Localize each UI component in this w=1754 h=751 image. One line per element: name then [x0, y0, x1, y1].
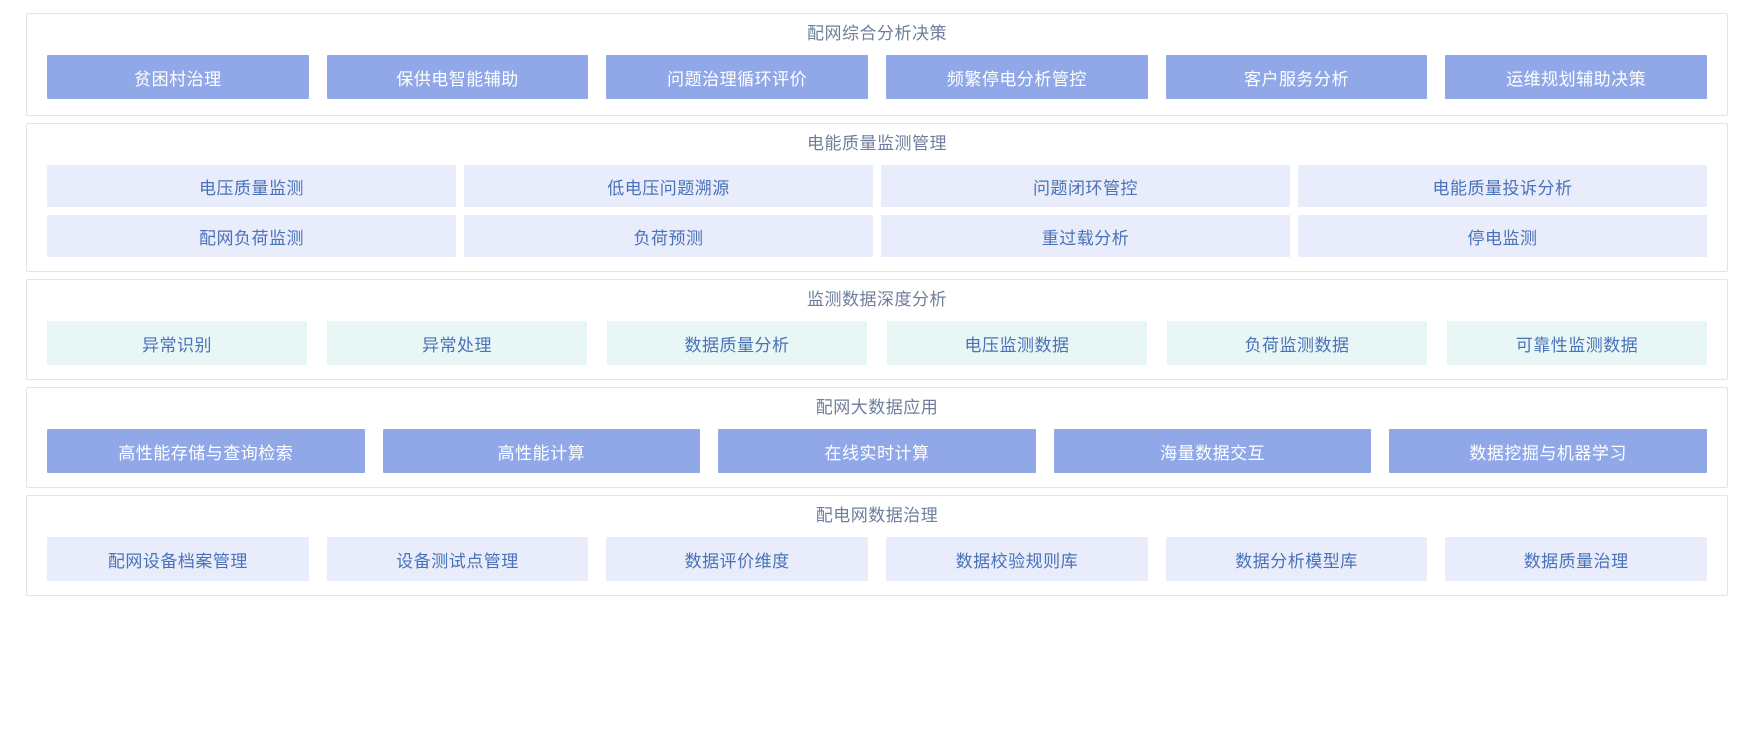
module-item[interactable]: 高性能计算	[382, 429, 701, 473]
module-item[interactable]: 问题治理循环评价	[606, 55, 869, 99]
module-item[interactable]: 负荷监测数据	[1167, 321, 1427, 365]
section-3-row-1: 异常识别 异常处理 数据质量分析 电压监测数据 负荷监测数据 可靠性监测数据	[47, 321, 1707, 365]
section-title-4: 配网大数据应用	[815, 398, 939, 417]
section-card-1: 配网综合分析决策 贫困村治理 保供电智能辅助 问题治理循环评价 频繁停电分析管控…	[26, 13, 1728, 116]
module-item[interactable]: 海量数据交互	[1053, 429, 1372, 473]
module-item[interactable]: 在线实时计算	[718, 429, 1036, 473]
section-card-5: 配电网数据治理 配网设备档案管理 设备测试点管理 数据评价维度 数据校验规则库 …	[26, 495, 1728, 596]
module-item[interactable]: 低电压问题溯源	[464, 165, 873, 207]
section-title-2: 电能质量监测管理	[807, 134, 947, 153]
module-item[interactable]: 设备测试点管理	[326, 537, 589, 581]
module-item[interactable]: 电压监测数据	[887, 321, 1147, 365]
module-item[interactable]: 问题闭环管控	[881, 165, 1290, 207]
module-item[interactable]: 重过载分析	[881, 215, 1290, 257]
module-item[interactable]: 客户服务分析	[1165, 55, 1428, 99]
module-item[interactable]: 数据校验规则库	[886, 537, 1148, 581]
module-item[interactable]: 贫困村治理	[47, 55, 309, 99]
module-item[interactable]: 电能质量投诉分析	[1298, 165, 1707, 207]
module-item[interactable]: 数据质量治理	[1445, 537, 1708, 581]
section-1-row-1: 贫困村治理 保供电智能辅助 问题治理循环评价 频繁停电分析管控 客户服务分析 运…	[47, 55, 1708, 99]
module-item[interactable]: 数据挖掘与机器学习	[1389, 429, 1707, 473]
section-2-row-1: 电压质量监测 低电压问题溯源 问题闭环管控 电能质量投诉分析	[47, 165, 1707, 207]
module-item[interactable]: 配网负荷监测	[47, 215, 456, 257]
module-item[interactable]: 配网设备档案管理	[47, 537, 309, 581]
section-title-5: 配电网数据治理	[815, 506, 939, 525]
module-item[interactable]: 频繁停电分析管控	[886, 55, 1148, 99]
module-item[interactable]: 可靠性监测数据	[1447, 321, 1707, 365]
section-card-3: 监测数据深度分析 异常识别 异常处理 数据质量分析 电压监测数据 负荷监测数据 …	[26, 279, 1728, 380]
section-title-3: 监测数据深度分析	[807, 290, 947, 309]
section-title-1: 配网综合分析决策	[807, 24, 947, 43]
module-item[interactable]: 数据分析模型库	[1165, 537, 1428, 581]
module-item[interactable]: 数据质量分析	[607, 321, 867, 365]
module-item[interactable]: 保供电智能辅助	[326, 55, 589, 99]
section-4-row-1: 高性能存储与查询检索 高性能计算 在线实时计算 海量数据交互 数据挖掘与机器学习	[47, 429, 1707, 473]
module-item[interactable]: 异常识别	[47, 321, 307, 365]
section-5-row-1: 配网设备档案管理 设备测试点管理 数据评价维度 数据校验规则库 数据分析模型库 …	[47, 537, 1708, 581]
module-item[interactable]: 停电监测	[1298, 215, 1707, 257]
module-item[interactable]: 电压质量监测	[47, 165, 456, 207]
module-item[interactable]: 运维规划辅助决策	[1445, 55, 1708, 99]
module-item[interactable]: 数据评价维度	[606, 537, 869, 581]
section-card-2: 电能质量监测管理 电压质量监测 低电压问题溯源 问题闭环管控 电能质量投诉分析 …	[26, 123, 1728, 272]
module-item[interactable]: 异常处理	[327, 321, 587, 365]
module-item[interactable]: 高性能存储与查询检索	[47, 429, 365, 473]
module-item[interactable]: 负荷预测	[464, 215, 873, 257]
section-2-row-2: 配网负荷监测 负荷预测 重过载分析 停电监测	[47, 215, 1707, 257]
section-card-4: 配网大数据应用 高性能存储与查询检索 高性能计算 在线实时计算 海量数据交互 数…	[26, 387, 1728, 488]
